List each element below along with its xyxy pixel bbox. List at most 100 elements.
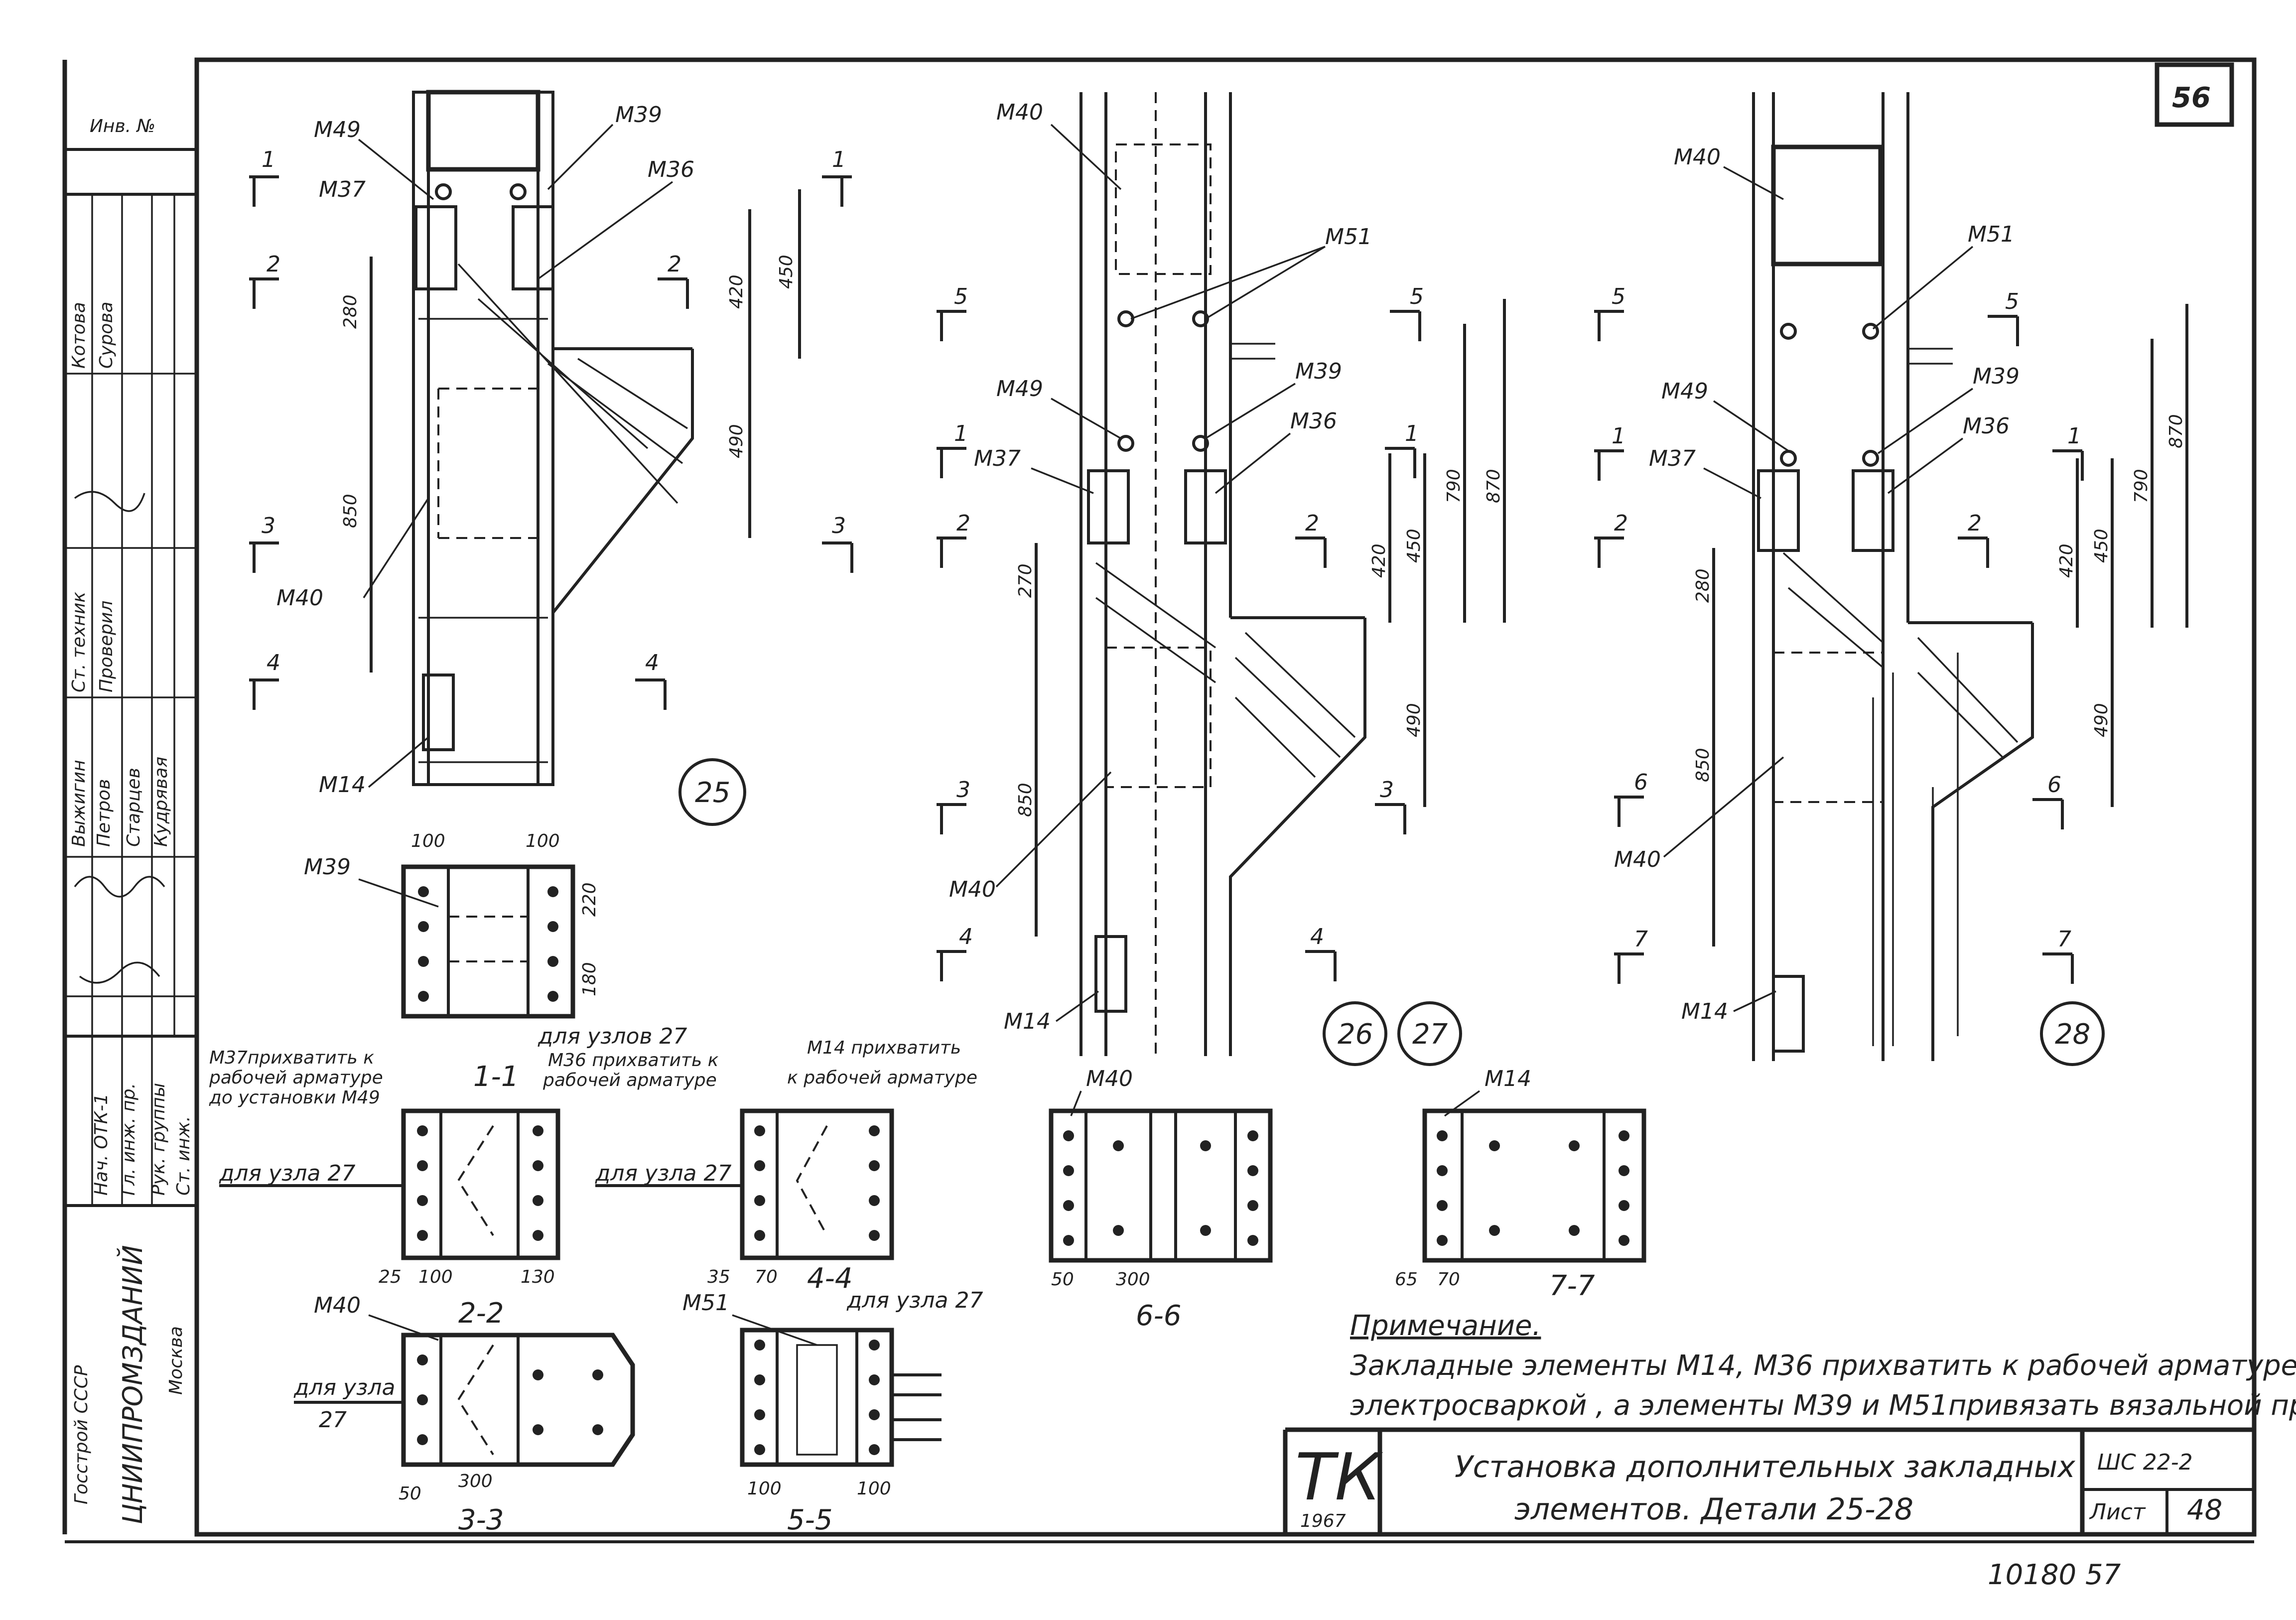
- dim-450-n25: 450: [776, 255, 797, 289]
- org-2: ЦНИИПРОМЗДАНИЙ: [117, 1245, 148, 1524]
- cut-1-right-n25: 1: [832, 147, 846, 172]
- s44-for-node: для узла 27: [595, 1161, 732, 1186]
- cut-1-right-n28: 1: [2067, 423, 2081, 449]
- label-m49-n28: М49: [1661, 379, 1708, 404]
- cut-5-left-n26: 5: [954, 284, 968, 309]
- node-26-27-elevation: 270 850 420 450 790 870 490 М40 М51 М49 …: [937, 92, 1506, 1066]
- dim-490-n26: 490: [1404, 703, 1424, 737]
- dim-100-s22: 100: [418, 1267, 453, 1287]
- dim-870-n26: 870: [1484, 469, 1504, 503]
- label-m49-n26: М49: [996, 376, 1043, 402]
- dim-50-s66: 50: [1051, 1269, 1074, 1290]
- cut-6-left-n28: 6: [1634, 770, 1648, 795]
- cut-6-right-n28: 6: [2047, 772, 2061, 798]
- sheet-number-top: 56: [2172, 82, 2211, 114]
- name-6: Сурова: [96, 301, 117, 369]
- node-27-label: 27: [1412, 1018, 1448, 1051]
- cut-7-left-n28: 7: [1634, 927, 1648, 952]
- note-line-1: Закладные элементы М14, М36 прихватить к…: [1350, 1350, 2296, 1382]
- label-m40-top-n26: М40: [996, 100, 1043, 125]
- name-4: Кудрявая: [151, 757, 171, 847]
- section-3-3-title: 3-3: [458, 1504, 504, 1536]
- dim-450-n28: 450: [2091, 529, 2112, 563]
- name-1: Выжигин: [69, 760, 89, 847]
- label-m37-n28: М37: [1649, 446, 1696, 471]
- doc-code: ШС 22-2: [2097, 1450, 2193, 1475]
- s22-for-node: для узла 27: [219, 1161, 356, 1186]
- note-line-2: электросваркой , а элементы М39 и М51при…: [1350, 1389, 2296, 1422]
- section-7-7-title: 7-7: [1549, 1270, 1595, 1302]
- org-3: Москва: [166, 1326, 186, 1395]
- title-line-2: элементов. Детали 25-28: [1514, 1492, 1913, 1527]
- cut-5-right-n26: 5: [1410, 284, 1424, 309]
- node-27-circle: [1397, 1001, 1462, 1066]
- note-block: Примечание. Закладные элементы М14, М36 …: [1350, 1310, 2296, 1422]
- s22-m36-note2: рабочей арматуре: [542, 1070, 717, 1090]
- cut-1-left-n26: 1: [954, 421, 968, 446]
- role-1: Нач. ОТК-1: [91, 1093, 112, 1196]
- section-7-7: М14 65 70 7-7: [1395, 1066, 1646, 1302]
- dim-850-n28: 850: [1693, 748, 1713, 782]
- dim-220-s11: 220: [579, 882, 600, 917]
- role-3: Рук. группы: [148, 1083, 169, 1196]
- dim-490-n25: 490: [726, 424, 747, 458]
- label-m40-s33: М40: [314, 1293, 361, 1318]
- s55-for-node: для узла 27: [846, 1288, 983, 1313]
- cut-4-right-n26: 4: [1310, 924, 1324, 949]
- name-2: Петров: [94, 779, 114, 847]
- node-25-circle: [678, 758, 746, 826]
- node-26-label: 26: [1338, 1018, 1373, 1051]
- section-6-6-title: 6-6: [1136, 1300, 1181, 1332]
- cut-2-right-n25: 2: [668, 252, 681, 277]
- dim-790-n26: 790: [1444, 469, 1464, 503]
- sheet-label: Лист: [2089, 1499, 2146, 1525]
- label-m49-n25: М49: [314, 117, 361, 142]
- s22-m37-note2: рабочей арматуре: [209, 1068, 383, 1088]
- cut-3-left-n26: 3: [956, 777, 970, 803]
- dim-70-s44: 70: [755, 1267, 778, 1287]
- dim-65-s77: 65: [1395, 1269, 1418, 1290]
- label-m40-top-n28: М40: [1674, 144, 1721, 170]
- cut-3-left-n25: 3: [262, 513, 275, 539]
- node-25-elevation: 280 850 420 450 490 М49 М39 М37 М36 М40 …: [249, 90, 853, 826]
- title-block: ТК 1967 Установка дополнительных закладн…: [1283, 1427, 2254, 1591]
- section-1-1-title: 1-1: [473, 1061, 519, 1093]
- section-2-2: М37прихватить к рабочей арматуре до уста…: [209, 1048, 719, 1330]
- dim-35-s44: 35: [707, 1267, 730, 1287]
- label-m39-s11: М39: [304, 854, 351, 880]
- dim-790-n28: 790: [2131, 469, 2152, 503]
- node-28-label: 28: [2055, 1018, 2090, 1051]
- dim-870-n28: 870: [2166, 414, 2186, 448]
- name-3: Старцев: [124, 768, 144, 847]
- dim-280-n25: 280: [340, 294, 361, 329]
- sheet-num: 48: [2187, 1494, 2222, 1526]
- label-m14-n26: М14: [1004, 1009, 1051, 1034]
- dim-850-n26: 850: [1015, 783, 1036, 817]
- sheet-frame: [194, 57, 2257, 1537]
- label-m51-n26: М51: [1325, 224, 1372, 250]
- cut-2-right-n26: 2: [1305, 511, 1319, 536]
- dim-450-n26: 450: [1404, 529, 1424, 563]
- label-m40-n28: М40: [1614, 847, 1661, 872]
- side-title-block: Инв. № Нач. ОТК-1 Гл. инж. пр. Рук. груп…: [65, 116, 197, 1524]
- title-line-1: Установка дополнительных закладных: [1455, 1450, 2075, 1485]
- dim-270-n26: 270: [1015, 563, 1036, 598]
- dim-100-a-s55: 100: [747, 1479, 782, 1499]
- node-26-circle: [1323, 1001, 1387, 1066]
- s44-m14-note1: М14 прихватить: [807, 1038, 961, 1058]
- label-m36-n26: М36: [1290, 408, 1337, 434]
- s22-m37-note3: до установки М49: [209, 1087, 380, 1108]
- label-m36-n25: М36: [648, 157, 694, 182]
- cut-4-left-n25: 4: [267, 650, 280, 675]
- s22-m37-note1: М37прихватить к: [209, 1048, 374, 1068]
- s33-node27: 27: [319, 1407, 347, 1433]
- label-m37-n25: М37: [319, 177, 366, 202]
- cut-4-right-n25: 4: [645, 650, 659, 675]
- dim-300-s66: 300: [1116, 1269, 1150, 1290]
- dim-180-s11: 180: [579, 962, 600, 996]
- dim-490-n28: 490: [2091, 703, 2112, 737]
- cut-1-left-n25: 1: [262, 147, 275, 172]
- s44-m14-note2: к рабочей арматуре: [787, 1068, 977, 1088]
- section-5-5: М51 для узла 27 100 100 5-5: [682, 1288, 983, 1536]
- node-28-circle: [2040, 1001, 2105, 1066]
